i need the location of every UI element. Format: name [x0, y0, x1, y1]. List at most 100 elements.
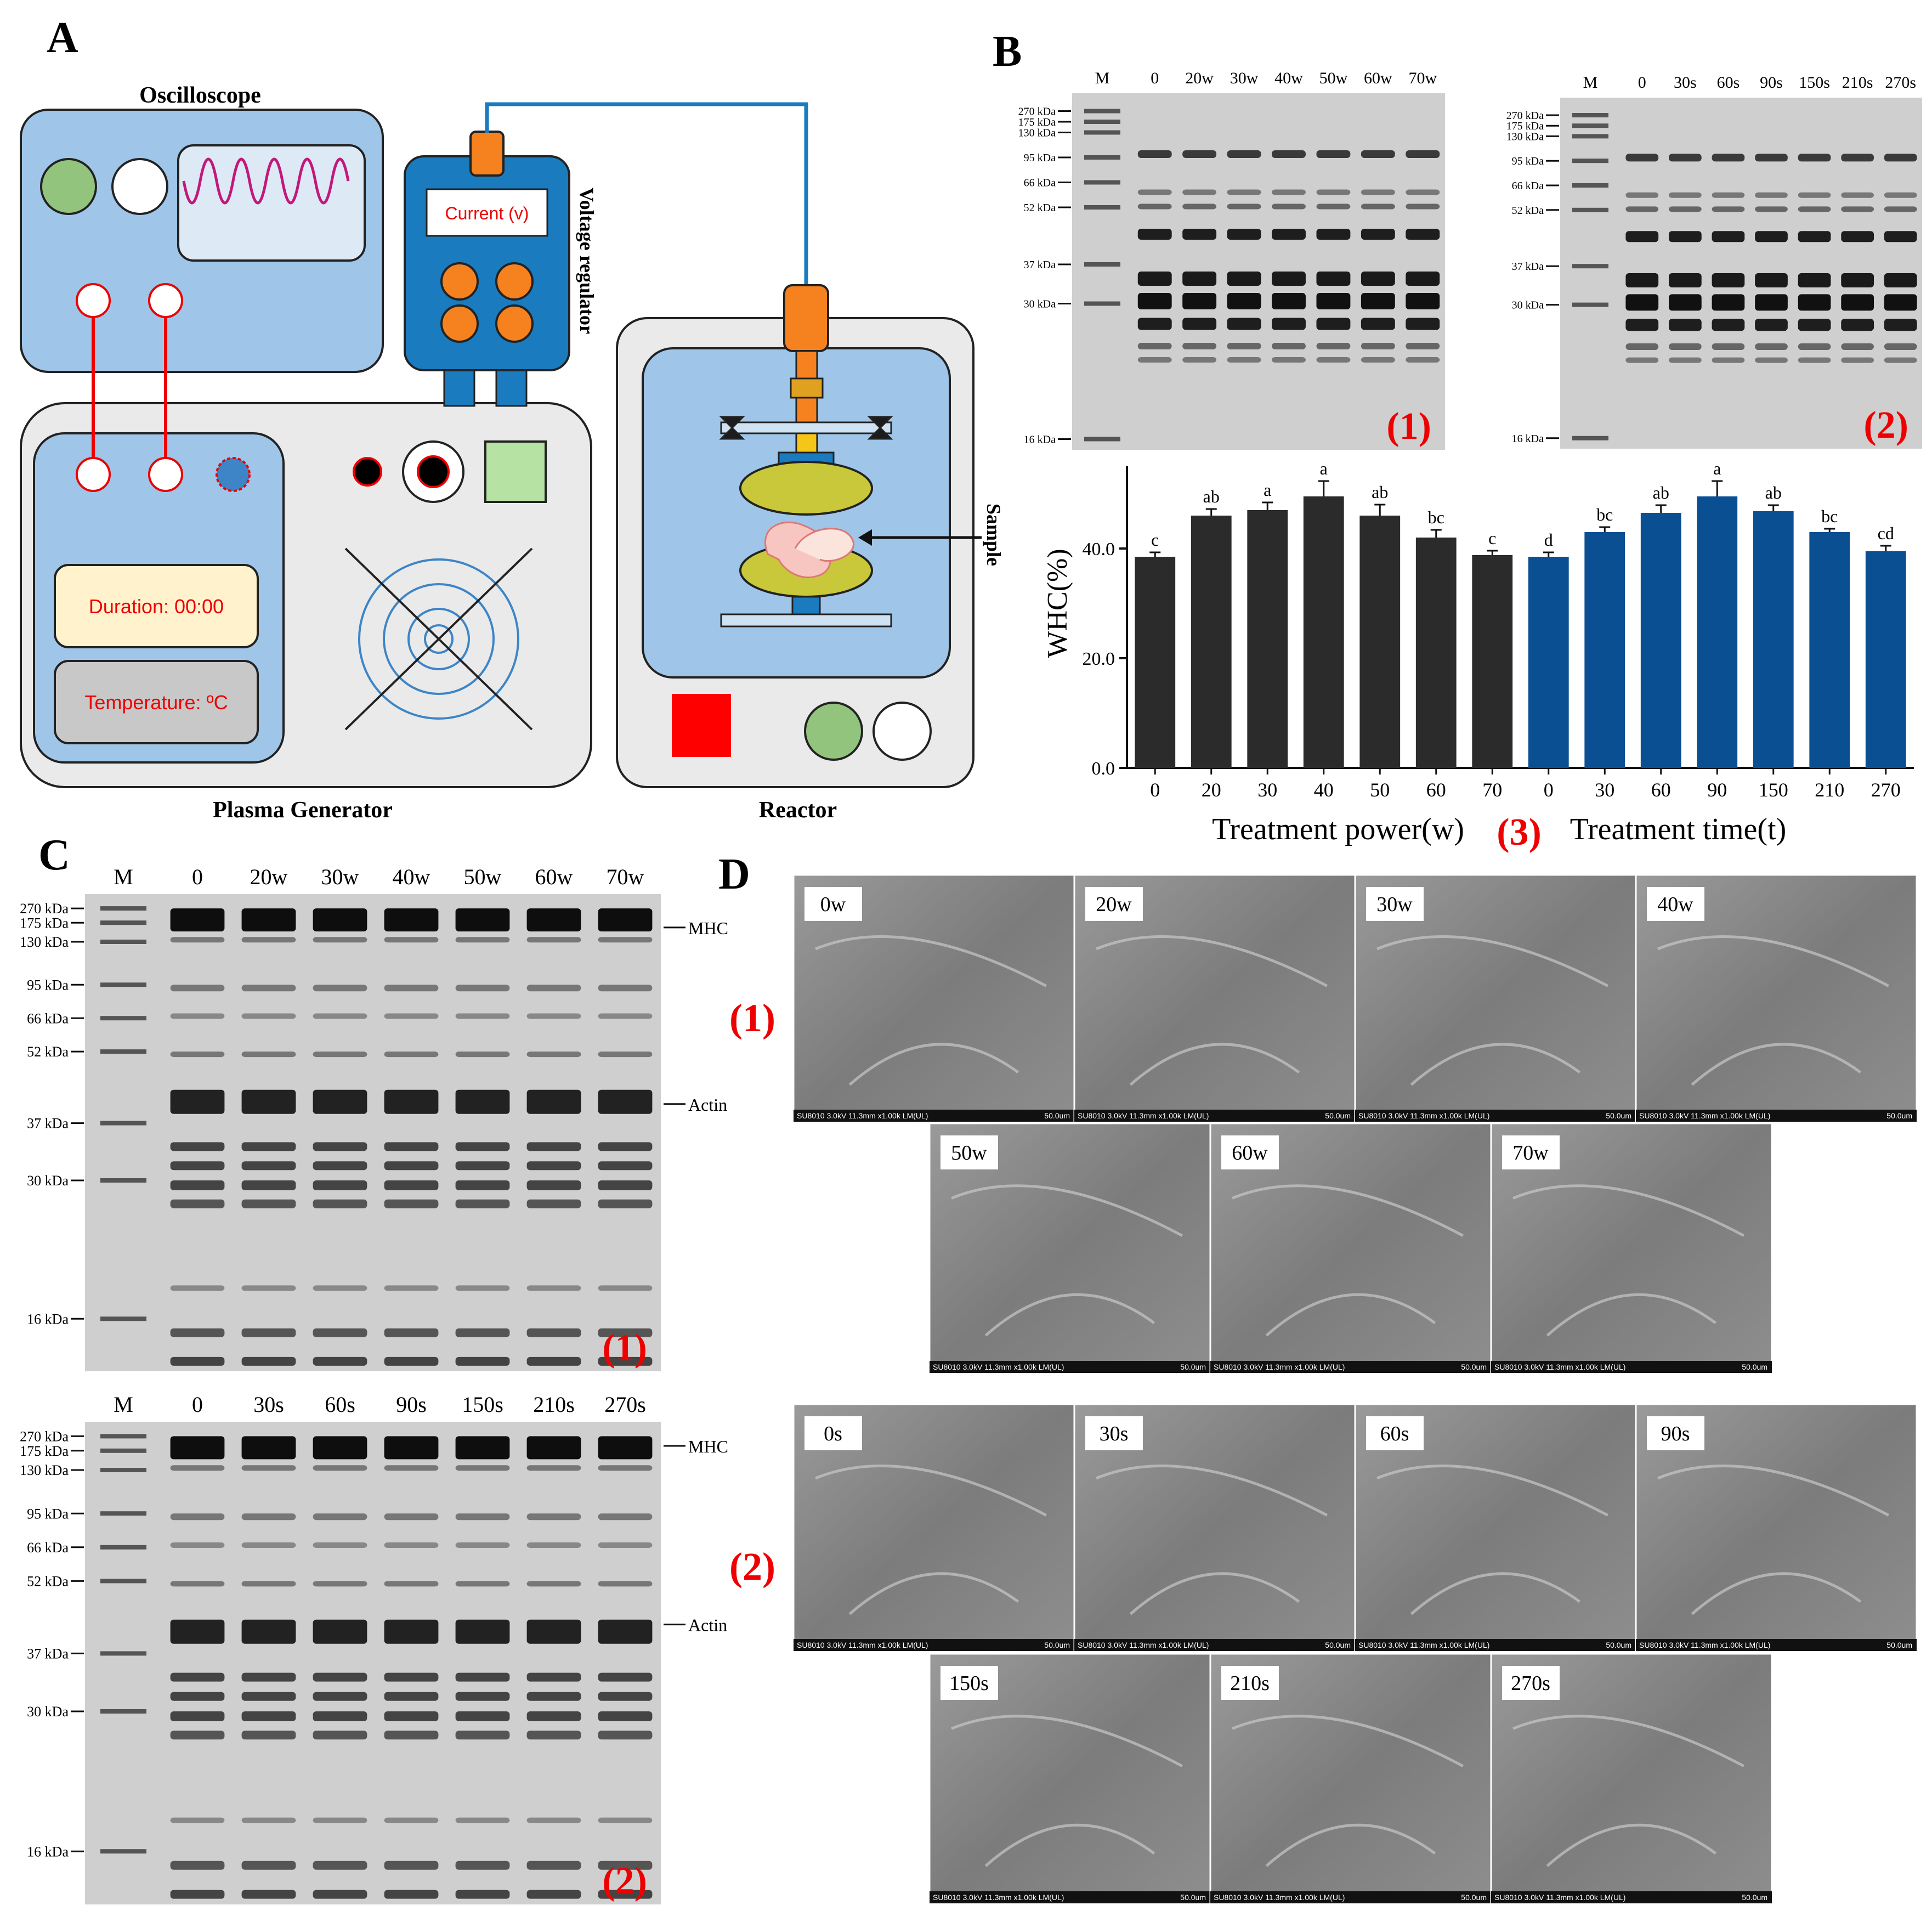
protein-band: [526, 1142, 581, 1151]
current-text: Current (v): [445, 203, 529, 223]
protein-band: [1712, 294, 1745, 311]
panel-a: A Oscilloscope Duration: 00:00 Temperatu…: [20, 14, 1005, 823]
protein-band: [1227, 343, 1261, 349]
protein-band: [1272, 150, 1306, 158]
protein-band: [1182, 203, 1217, 210]
protein-band: [313, 1731, 367, 1740]
oscilloscope-green-knob-icon: [40, 158, 97, 215]
protein-band: [526, 1180, 581, 1190]
marker-band: [100, 1511, 146, 1516]
protein-band: [1272, 229, 1306, 240]
protein-band: [313, 1619, 367, 1644]
marker-band: [1572, 134, 1608, 139]
protein-band: [313, 1581, 367, 1587]
protein-band: [526, 1328, 581, 1337]
sem-texture: [1232, 1184, 1464, 1337]
protein-band: [313, 1817, 367, 1823]
lane-label: 30w: [321, 864, 359, 889]
lane-label: 50w: [1319, 69, 1348, 87]
sem-label: 50w: [951, 1141, 987, 1164]
sample-arrow-head-icon: [858, 529, 872, 546]
sem-label: 150s: [949, 1672, 989, 1695]
electrode-stem-low: [795, 432, 818, 454]
significance-letter: ab: [1372, 482, 1388, 502]
protein-band: [241, 1161, 296, 1171]
protein-band: [384, 1436, 439, 1460]
gel-background: [85, 894, 661, 1371]
marker-band: [1084, 130, 1120, 135]
fan-icon: [344, 547, 533, 731]
significance-letter: c: [1488, 528, 1496, 548]
marker-label: 175 kDa: [20, 915, 69, 931]
protein-band: [1755, 273, 1788, 287]
sem-label-box: [1502, 1135, 1560, 1169]
sem-caption: SU8010 3.0kV 11.3mm x1.00k LM(UL): [1214, 1893, 1345, 1902]
sem-label-box: [1085, 1416, 1143, 1450]
panel-c-label: C: [38, 831, 70, 879]
marker-label: 16 kDa: [1024, 434, 1056, 446]
protein-band: [455, 1161, 510, 1171]
sem-scale: 50.0um: [1180, 1893, 1206, 1902]
marker-label: 270 kDa: [1018, 106, 1056, 118]
protein-band: [241, 1142, 296, 1151]
protein-band: [384, 1890, 439, 1899]
protein-band: [313, 1692, 367, 1701]
panel-b-label: B: [993, 27, 1022, 76]
protein-band: [170, 1356, 225, 1366]
electrode-stem-top: [795, 350, 818, 380]
marker-label: 30 kDa: [1512, 299, 1544, 312]
protein-band: [455, 1672, 510, 1682]
protein-band: [1841, 206, 1874, 212]
marker-band: [100, 1709, 146, 1714]
marker-band: [1084, 155, 1120, 160]
marker-band: [1572, 113, 1608, 117]
protein-band: [1182, 189, 1217, 195]
oscilloscope-waveform-icon: [182, 157, 350, 205]
lane-label: 210s: [533, 1392, 575, 1417]
protein-band: [598, 985, 653, 992]
lane-label: 40w: [1274, 69, 1303, 87]
protein-band: [598, 1180, 653, 1190]
protein-band: [1669, 357, 1702, 363]
electrode-base-plate: [720, 613, 892, 628]
sem-label-box: [1221, 1666, 1279, 1700]
protein-band: [526, 1731, 581, 1740]
lane-label: 90s: [396, 1392, 427, 1417]
protein-band: [170, 1890, 225, 1899]
protein-band: [1406, 318, 1440, 330]
marker-label: 37 kDa: [27, 1646, 69, 1662]
protein-band: [313, 1285, 367, 1291]
protein-band: [1669, 273, 1702, 287]
sem-info-bar: [930, 1361, 1210, 1373]
oscilloscope-port-1-icon: [76, 283, 111, 318]
marker-band: [1572, 183, 1608, 188]
protein-band: [526, 1436, 581, 1460]
protein-band: [241, 1711, 296, 1721]
marker-label: 37 kDa: [1512, 261, 1544, 273]
y-tick-label: 20.0: [1083, 649, 1115, 669]
protein-band: [1841, 154, 1874, 162]
protein-band: [1712, 343, 1745, 350]
protein-band: [1712, 192, 1745, 198]
x-tick-label: 70: [1482, 779, 1502, 801]
protein-band: [526, 1285, 581, 1291]
protein-band: [384, 1161, 439, 1171]
protein-band: [1182, 357, 1217, 363]
protein-band: [384, 1142, 439, 1151]
sem-caption: SU8010 3.0kV 11.3mm x1.00k LM(UL): [1639, 1641, 1770, 1649]
protein-band: [1137, 293, 1172, 309]
lane-label: 70w: [1408, 69, 1437, 87]
bar: [1303, 496, 1344, 768]
protein-band: [1272, 357, 1306, 363]
protein-band: [170, 1013, 225, 1019]
protein-band: [170, 1089, 225, 1114]
protein-band: [170, 1619, 225, 1644]
protein-band: [1406, 150, 1440, 158]
protein-band: [526, 1711, 581, 1721]
sem-info-bar: [1491, 1891, 1772, 1903]
lane-label: 30s: [1674, 74, 1697, 92]
marker-band: [1084, 109, 1120, 114]
protein-band: [384, 1052, 439, 1058]
marker-label: 270 kDa: [20, 901, 69, 917]
